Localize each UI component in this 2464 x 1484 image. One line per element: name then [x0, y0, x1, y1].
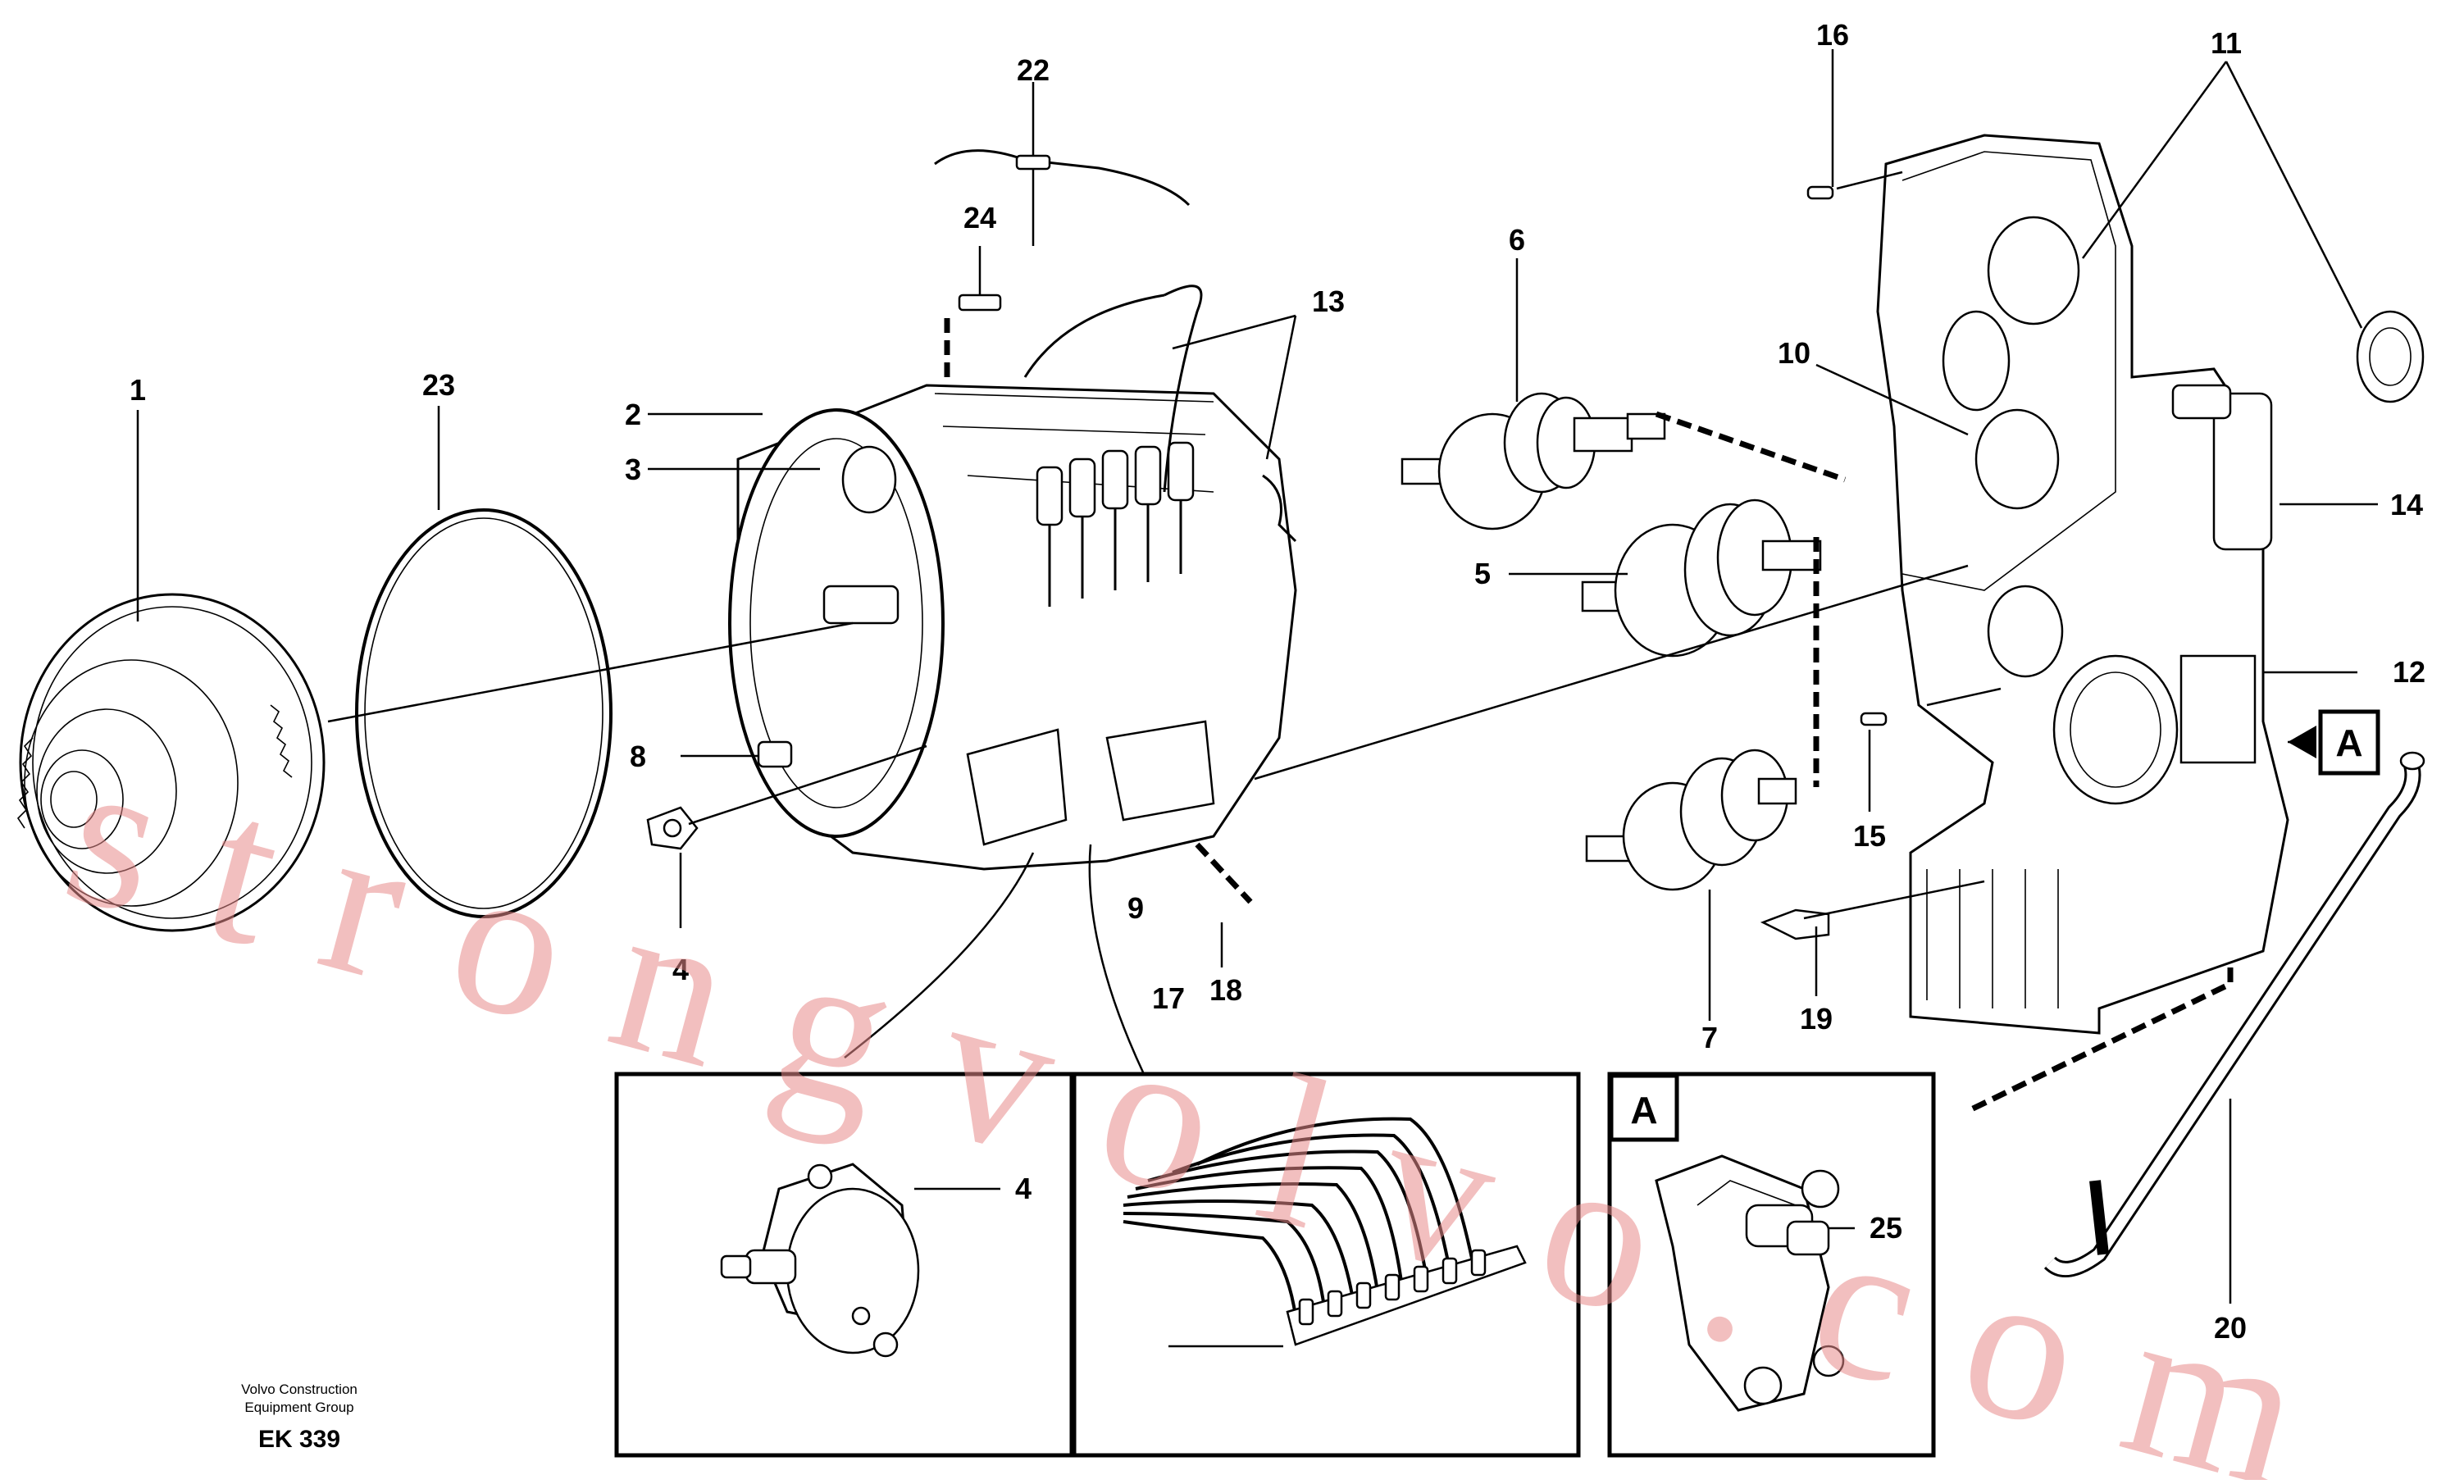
pump-part-4 [646, 806, 699, 850]
footer-code: EK 339 [258, 1426, 340, 1453]
callout-23: 23 [422, 368, 455, 402]
callout-17: 17 [1152, 981, 1185, 1015]
seal-part-11 [2356, 310, 2425, 403]
inset-callout-4: 4 [1015, 1172, 1032, 1205]
transmission-housing-part [728, 285, 1297, 871]
callout-9: 9 [1127, 891, 1144, 925]
callout-5: 5 [1474, 557, 1491, 590]
callout-1: 1 [130, 373, 146, 407]
callout-3: 3 [625, 453, 641, 486]
callout-13: 13 [1312, 285, 1345, 318]
footer-block: Volvo Construction Equipment Group EK 33… [241, 1382, 358, 1453]
callout-4: 4 [672, 953, 689, 986]
callout-20: 20 [2214, 1311, 2247, 1345]
callout-leaders [136, 49, 2378, 1304]
callout-24: 24 [963, 201, 996, 234]
inset-panel-harness [1072, 1072, 1581, 1458]
callout-8: 8 [630, 740, 646, 773]
callout-11: 11 [2211, 26, 2242, 60]
bolt-part-24 [958, 294, 1002, 312]
pin-part-15 [1860, 712, 1888, 726]
callout-2: 2 [625, 398, 641, 431]
callout-10: 10 [1778, 336, 1810, 370]
section-marker-label: A [2335, 722, 2362, 764]
callout-19: 19 [1800, 1002, 1833, 1036]
inset-section-marker-label: A [1630, 1089, 1657, 1131]
footer-line-2: Equipment Group [244, 1400, 353, 1415]
section-marker-a: A [2288, 709, 2380, 776]
footer-line-1: Volvo Construction [241, 1382, 358, 1397]
callout-16: 16 [1816, 18, 1849, 52]
shaft-assembly-6 [1401, 392, 1666, 530]
gear-housing-part [1876, 134, 2289, 1035]
callout-22: 22 [1017, 53, 1050, 87]
pipe-part-20 [2043, 751, 2425, 1277]
callout-labels: 1 2 3 4 5 6 7 8 9 10 11 12 13 14 15 16 1… [130, 18, 2425, 1361]
shaft-assembly-5 [1581, 498, 1822, 658]
callout-15: 15 [1853, 819, 1886, 853]
cable-part-22 [934, 149, 1191, 207]
pin-part-16 [1806, 185, 1834, 200]
shaft-assembly-7 [1585, 749, 1797, 891]
filter-part-14 [2171, 384, 2273, 551]
callout-7: 7 [1701, 1021, 1718, 1054]
callout-18: 18 [1209, 973, 1242, 1007]
inset-panel-pump: 4 [614, 1072, 1074, 1458]
o-ring-part [355, 508, 613, 918]
callout-12: 12 [2393, 655, 2425, 689]
callout-14: 14 [2390, 488, 2423, 521]
inset-panel-section-a: A 25 [1607, 1072, 1936, 1458]
dashed-assembly-lines [944, 316, 2234, 1114]
torque-converter-part [16, 593, 326, 932]
callout-6: 6 [1509, 223, 1525, 257]
inset-callout-25: 25 [1870, 1211, 1902, 1245]
assembly-lines [327, 171, 2002, 1075]
sensor-part-8 [757, 740, 793, 768]
